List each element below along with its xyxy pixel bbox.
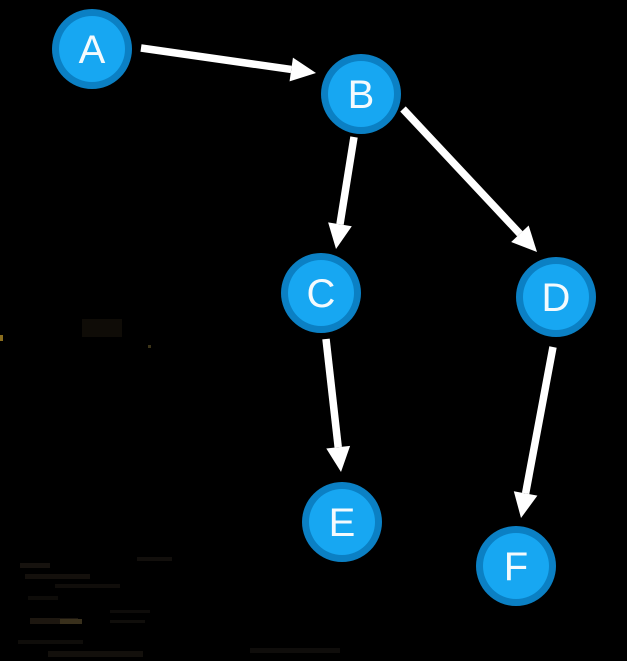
faint-smudge (110, 620, 145, 623)
faint-smudge (55, 584, 120, 588)
edge-A-B (140, 44, 316, 82)
node-body (483, 533, 549, 599)
edge-shaft (521, 346, 557, 495)
arrowhead-icon (326, 445, 351, 472)
edge-shaft (322, 338, 342, 448)
graph-node-D[interactable]: D (516, 257, 596, 337)
faint-smudge (28, 596, 58, 600)
edge-B-C (328, 136, 358, 249)
node-body (59, 16, 125, 82)
arrowhead-icon (289, 57, 316, 82)
faint-smudge (25, 574, 90, 579)
edge-shaft (336, 136, 358, 225)
faint-smudge (82, 319, 122, 337)
faint-smudge (0, 335, 3, 341)
edge-B-D (400, 106, 537, 252)
node-body (523, 264, 589, 330)
node-body (309, 489, 375, 555)
arrowhead-icon (511, 225, 537, 252)
edge-C-E (322, 338, 351, 472)
graph-node-A[interactable]: A (52, 9, 132, 89)
faint-smudge (48, 651, 143, 657)
faint-smudge (148, 345, 151, 348)
faint-smudge (30, 618, 78, 624)
edge-D-F (513, 346, 557, 518)
edge-shaft (400, 106, 523, 237)
graph-node-B[interactable]: B (321, 54, 401, 134)
faint-smudge (18, 640, 83, 644)
graph-node-F[interactable]: F (476, 526, 556, 606)
node-body (288, 260, 354, 326)
faint-smudge (60, 619, 82, 624)
faint-smudge (137, 557, 172, 561)
faint-smudge (20, 563, 50, 568)
graph-node-C[interactable]: C (281, 253, 361, 333)
faint-smudge (110, 610, 150, 613)
node-body (328, 61, 394, 127)
graph-node-E[interactable]: E (302, 482, 382, 562)
arrowhead-icon (513, 491, 538, 518)
edge-shaft (140, 44, 292, 74)
faint-smudge (250, 648, 340, 653)
arrowhead-icon (328, 222, 352, 249)
